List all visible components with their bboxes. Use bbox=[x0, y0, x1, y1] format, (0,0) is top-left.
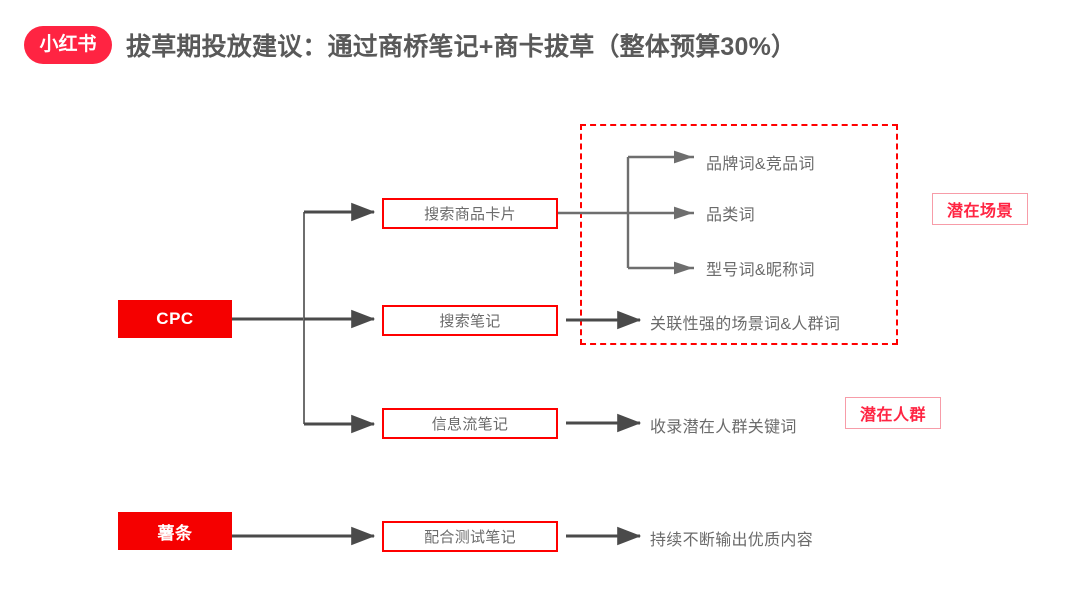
tag-potential-audience-label: 潜在人群 bbox=[859, 407, 926, 424]
channel-box-test-note[interactable]: 配合测试笔记 bbox=[382, 521, 558, 552]
xiaohongshu-logo: 小红书 bbox=[24, 26, 112, 64]
source-box-shutiao[interactable]: 薯条 bbox=[118, 512, 232, 550]
keyword-scene-audience: 关联性强的场景词&人群词 bbox=[650, 316, 841, 333]
source-box-cpc[interactable]: CPC bbox=[118, 300, 232, 338]
channel-box-search-product-card-label: 搜索商品卡片 bbox=[424, 206, 516, 223]
source-box-shutiao-label: 薯条 bbox=[157, 523, 193, 543]
potential-scene-scope-box bbox=[580, 124, 898, 345]
page-title: 拔草期投放建议：通过商桥笔记+商卡拔草（整体预算30%） bbox=[126, 33, 797, 61]
tag-potential-audience: 潜在人群 bbox=[845, 397, 941, 429]
tag-potential-scene: 潜在场景 bbox=[932, 193, 1028, 225]
channel-box-test-note-label: 配合测试笔记 bbox=[424, 529, 516, 546]
channel-box-search-product-card[interactable]: 搜索商品卡片 bbox=[382, 198, 558, 229]
channel-box-feed-note-label: 信息流笔记 bbox=[431, 416, 509, 433]
keyword-brand-competitor: 品牌词&竞品词 bbox=[706, 156, 815, 173]
channel-box-feed-note[interactable]: 信息流笔记 bbox=[382, 408, 558, 439]
keyword-model-nickname: 型号词&昵称词 bbox=[706, 262, 815, 279]
channel-box-search-note[interactable]: 搜索笔记 bbox=[382, 305, 558, 336]
keyword-quality-content: 持续不断输出优质内容 bbox=[650, 532, 814, 549]
slide-header: 小红书 拔草期投放建议：通过商桥笔记+商卡拔草（整体预算30%） bbox=[0, 0, 1080, 92]
logo-label: 小红书 bbox=[39, 33, 97, 55]
keyword-category: 品类词 bbox=[706, 207, 755, 224]
channel-box-search-note-label: 搜索笔记 bbox=[439, 313, 501, 330]
tag-potential-scene-label: 潜在场景 bbox=[946, 203, 1013, 220]
source-box-cpc-label: CPC bbox=[156, 309, 194, 328]
keyword-collect-audience: 收录潜在人群关键词 bbox=[650, 419, 797, 436]
wire-cpc-trunk bbox=[232, 212, 305, 424]
